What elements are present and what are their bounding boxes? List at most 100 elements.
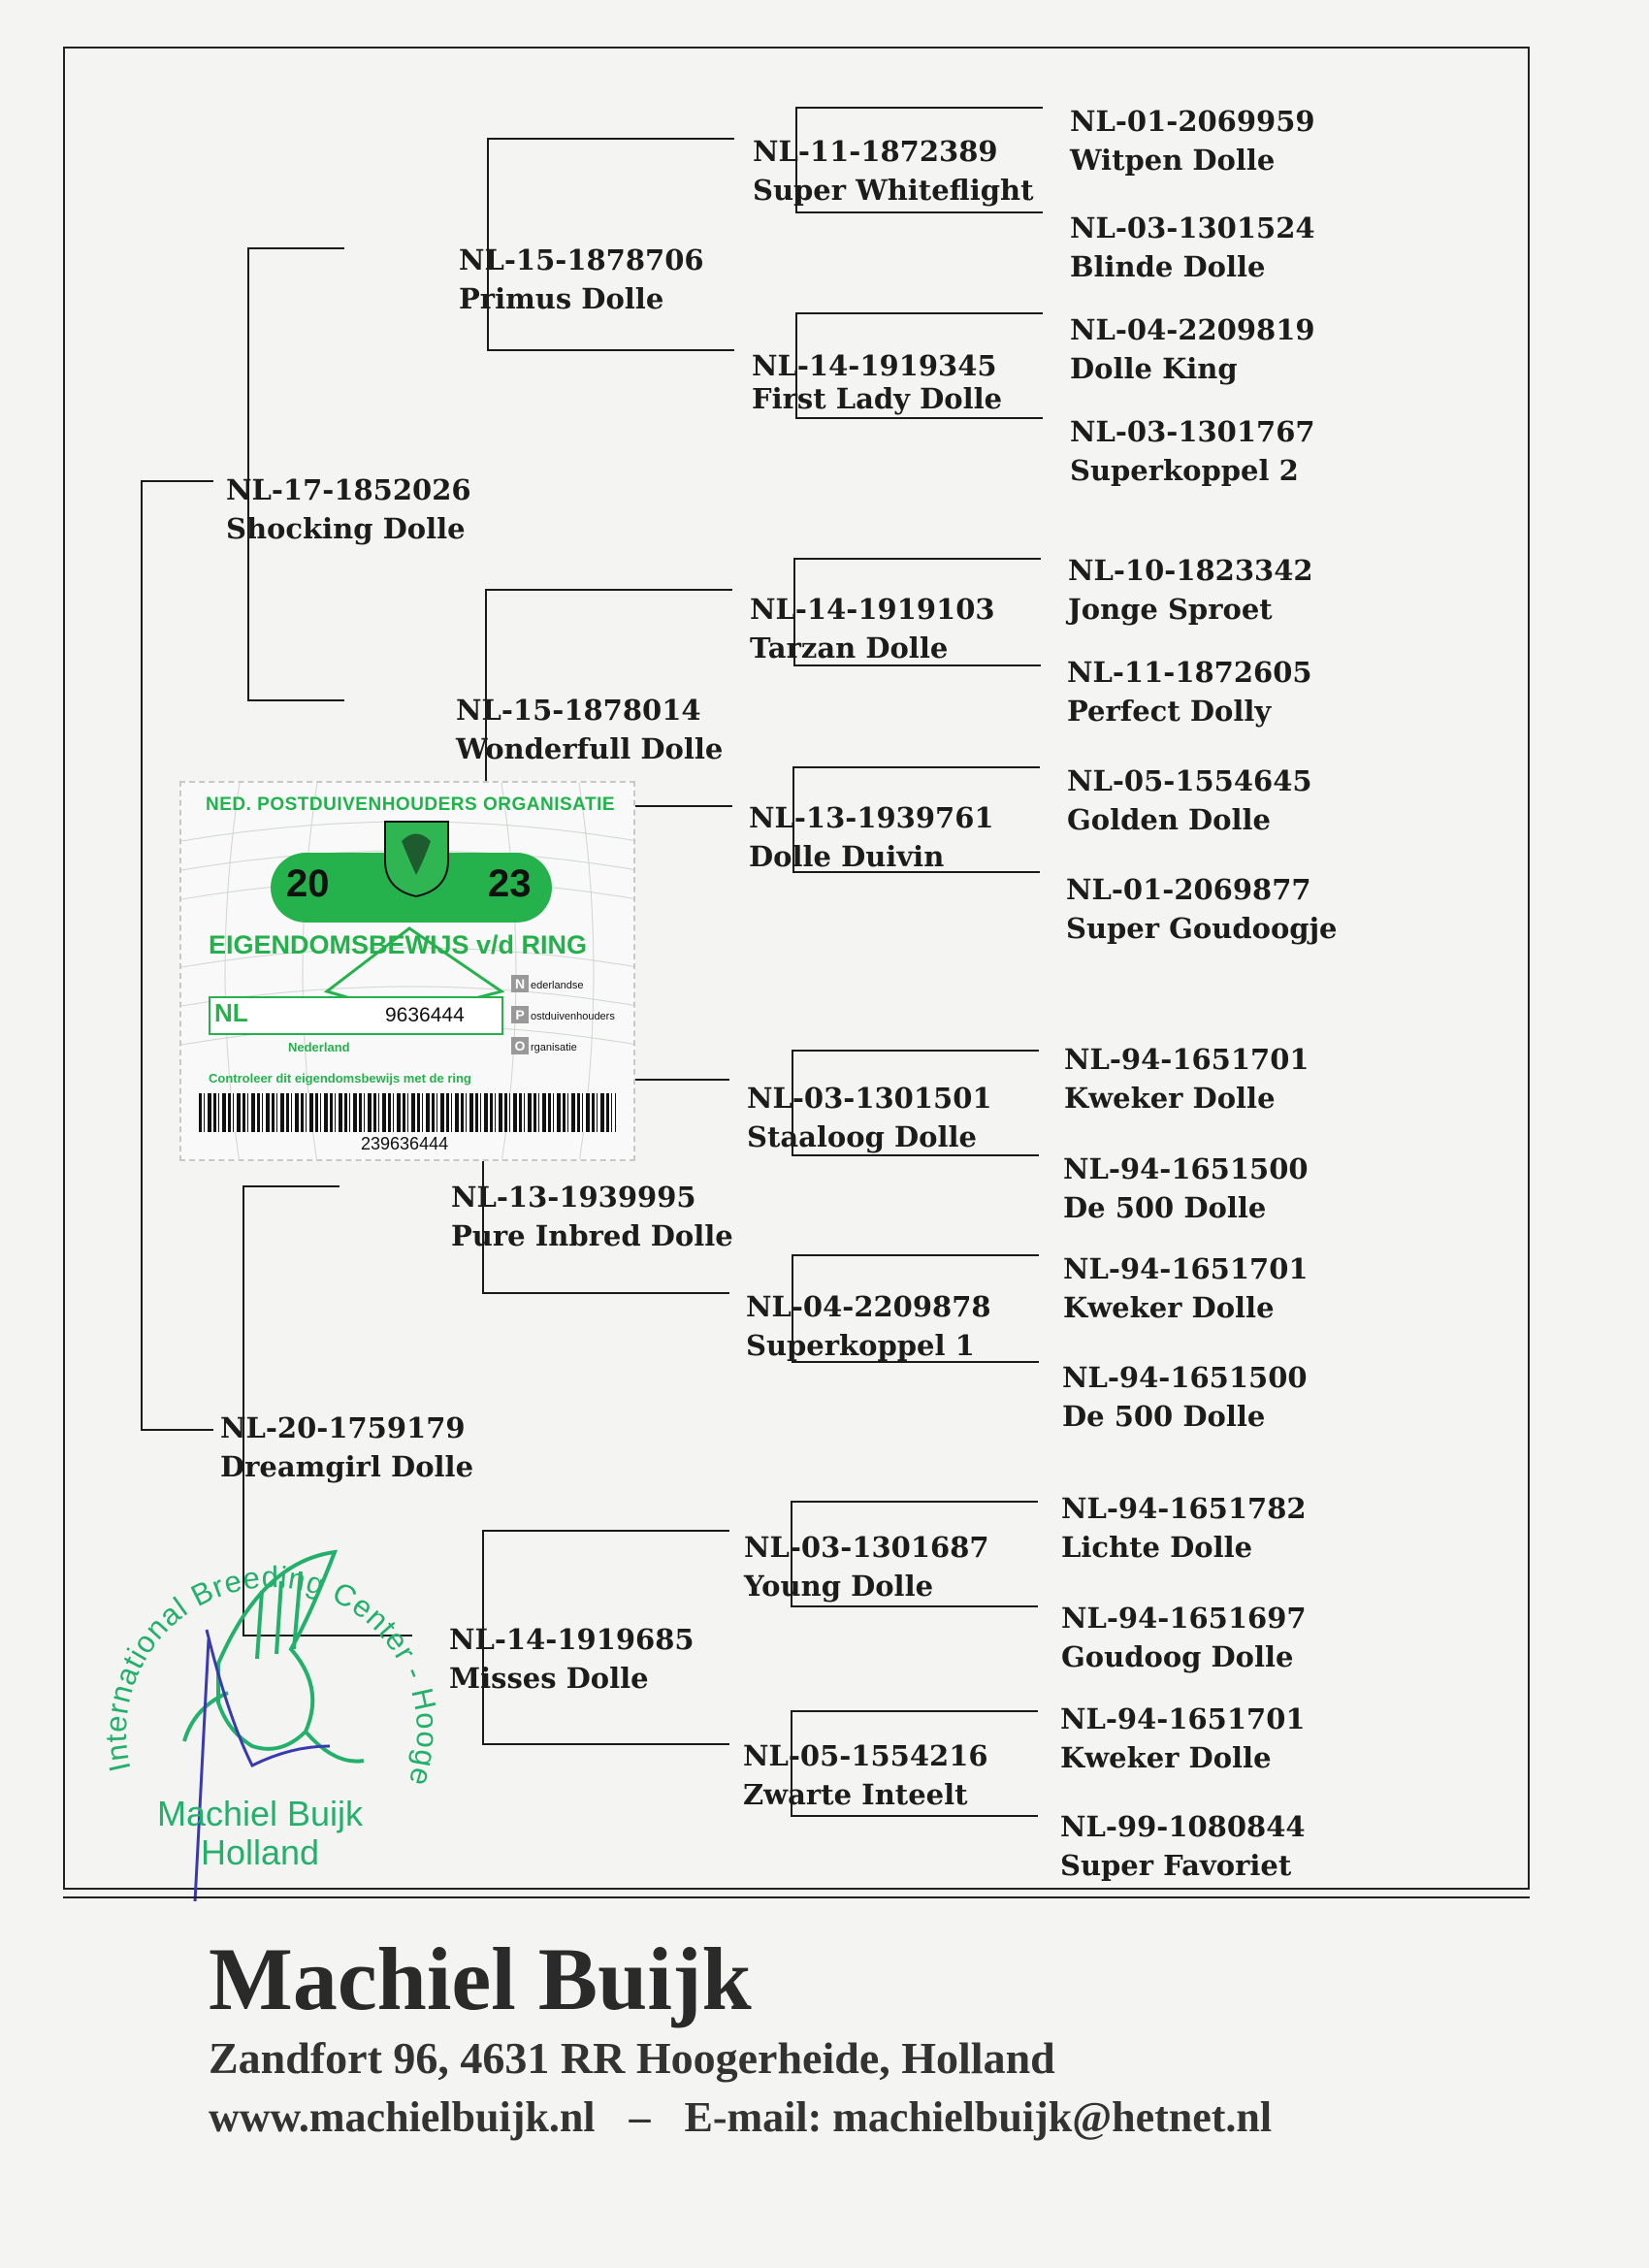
ring-number: NL-15-1878706 [459, 243, 704, 276]
gen3-bird-6: NL-04-2209878 Superkoppel 1 [746, 1287, 991, 1365]
bird-name: Kweker Dolle [1063, 1291, 1275, 1324]
gen3-bird-7: NL-03-1301687 Young Dolle [744, 1528, 989, 1605]
gen3-bird-1: NL-11-1872389 Super Whiteflight [753, 132, 1034, 210]
gen4-bird-11: NL-94-1651701 Kweker Dolle [1063, 1249, 1309, 1327]
ring-number: NL-04-2209878 [746, 1290, 991, 1323]
ring-number: NL-14-1919685 [449, 1623, 695, 1656]
bird-name: Young Dolle [744, 1570, 934, 1603]
ring-number: NL-03-1301767 [1070, 415, 1315, 448]
ring-number: NL-10-1823342 [1068, 554, 1313, 587]
bird-name: Shocking Dolle [226, 512, 466, 545]
ring-number: NL-14-1919345 [752, 349, 997, 382]
bird-name: Superkoppel 1 [746, 1329, 975, 1362]
ring-number: NL-99-1080844 [1060, 1810, 1306, 1843]
bird-name: Super Whiteflight [753, 174, 1034, 207]
breeder-address: Zandfort 96, 4631 RR Hoogerheide, Hollan… [209, 2033, 1055, 2083]
ring-number: NL-14-1919103 [750, 593, 995, 626]
year-left: 20 [286, 862, 330, 905]
ring-number: NL-94-1651697 [1061, 1602, 1307, 1635]
bird-name: Dolle King [1070, 352, 1238, 385]
ring-number: NL-94-1651701 [1064, 1043, 1310, 1076]
ring-number: NL-03-1301524 [1070, 211, 1315, 244]
bird-name: De 500 Dolle [1062, 1400, 1266, 1433]
ring-number: NL-13-1939761 [749, 801, 994, 834]
gen4-bird-1: NL-01-2069959 Witpen Dolle [1070, 102, 1315, 179]
ring-number: NL-13-1939995 [451, 1181, 696, 1214]
bird-name: Dreamgirl Dolle [220, 1450, 474, 1483]
country-code: NL [214, 998, 248, 1027]
gen2-bird-4: NL-14-1919685 Misses Dolle [449, 1620, 695, 1698]
bird-name: Primus Dolle [459, 282, 664, 315]
year-right: 23 [488, 862, 532, 905]
gen4-bird-9: NL-94-1651701 Kweker Dolle [1064, 1040, 1310, 1118]
ring-number: NL-11-1872389 [753, 135, 998, 168]
bird-name: Misses Dolle [449, 1662, 649, 1695]
gen2-bird-1: NL-15-1878706 Primus Dolle [459, 241, 704, 318]
bird-name: Super Favoriet [1060, 1849, 1292, 1882]
contact-line: www.machielbuijk.nl – E-mail: machielbui… [209, 2092, 1272, 2142]
document-frame [63, 47, 1530, 1890]
bird-name: Superkoppel 2 [1070, 454, 1299, 487]
bird-name: Dolle Duivin [749, 840, 945, 873]
barcode-number: 239636444 [361, 1134, 449, 1153]
gen4-bird-4: NL-03-1301767 Superkoppel 2 [1070, 412, 1315, 490]
gen4-bird-12: NL-94-1651500 De 500 Dolle [1062, 1358, 1308, 1436]
bird-name: Pure Inbred Dolle [451, 1219, 733, 1252]
ring-number: NL-03-1301501 [747, 1082, 992, 1115]
gen3-bird-8: NL-05-1554216 Zwarte Inteelt [743, 1736, 988, 1814]
breeding-center-stamp: International Breeding Center - Hoogerhe… [82, 1523, 443, 1901]
bird-name: De 500 Dolle [1063, 1191, 1267, 1224]
ring-number: NL-01-2069877 [1066, 873, 1311, 906]
barcode [199, 1093, 616, 1132]
gen4-bird-15: NL-94-1651701 Kweker Dolle [1060, 1700, 1306, 1777]
bird-name: Jonge Sproet [1068, 593, 1273, 626]
gen4-bird-7: NL-05-1554645 Golden Dolle [1067, 761, 1312, 839]
gen4-bird-3: NL-04-2209819 Dolle King [1070, 310, 1315, 388]
separator: – [629, 2093, 651, 2141]
bird-name: Zwarte Inteelt [743, 1778, 968, 1811]
bird-name: First Lady Dolle [752, 382, 1003, 415]
ring-number: NL-94-1651701 [1063, 1252, 1309, 1285]
footer-divider [63, 1896, 1530, 1898]
signature-icon [193, 1629, 331, 1901]
ring-certificate-sticker: NED. POSTDUIVENHOUDERS ORGANISATIE 20 23… [179, 781, 635, 1161]
email-link[interactable]: E-mail: machielbuijk@hetnet.nl [684, 2093, 1273, 2141]
gen2-bird-2: NL-15-1878014 Wonderfull Dolle [456, 691, 723, 768]
lion-crest-icon [384, 821, 449, 898]
ring-number: NL-94-1651500 [1063, 1152, 1309, 1185]
breeder-name: Machiel Buijk [209, 1929, 752, 2028]
bird-name: Kweker Dolle [1064, 1082, 1276, 1115]
ring-number: 9636444 [385, 1004, 465, 1026]
ring-number: NL-05-1554216 [743, 1739, 988, 1772]
website-link[interactable]: www.machielbuijk.nl [209, 2093, 596, 2141]
gen3-bird-5: NL-03-1301501 Staaloog Dolle [747, 1079, 992, 1156]
gen3-bird-2: NL-14-1919345 First Lady Dolle [752, 349, 1002, 415]
bird-name: Kweker Dolle [1060, 1741, 1272, 1774]
stamp-name: Machiel Buijk Holland [156, 1794, 364, 1872]
gen1-sire: NL-17-1852026 Shocking Dolle [226, 470, 471, 548]
ring-number: NL-94-1651500 [1062, 1361, 1308, 1394]
ring-number: NL-05-1554645 [1067, 764, 1312, 797]
ring-number: NL-94-1651701 [1060, 1702, 1306, 1735]
sticker-org: NED. POSTDUIVENHOUDERS ORGANISATIE [206, 794, 616, 815]
ring-number: NL-03-1301687 [744, 1531, 989, 1564]
gen1-dam: NL-20-1759179 Dreamgirl Dolle [220, 1409, 473, 1486]
gen4-bird-13: NL-94-1651782 Lichte Dolle [1061, 1489, 1307, 1567]
bird-name: Witpen Dolle [1070, 144, 1276, 177]
gen4-bird-6: NL-11-1872605 Perfect Dolly [1067, 653, 1312, 730]
bird-name: Tarzan Dolle [750, 632, 949, 664]
bird-name: Wonderfull Dolle [456, 732, 724, 765]
gen2-bird-3: NL-13-1939995 Pure Inbred Dolle [451, 1178, 733, 1255]
ring-number: NL-01-2069959 [1070, 105, 1315, 138]
gen4-bird-14: NL-94-1651697 Goudoog Dolle [1061, 1599, 1307, 1676]
ring-number: NL-11-1872605 [1067, 656, 1312, 689]
ring-number: NL-20-1759179 [220, 1411, 466, 1444]
bird-name: Golden Dolle [1067, 803, 1272, 836]
gen3-bird-4: NL-13-1939761 Dolle Duivin [749, 798, 994, 876]
gen3-bird-3: NL-14-1919103 Tarzan Dolle [750, 590, 995, 667]
bird-name: Staaloog Dolle [747, 1120, 977, 1153]
bird-name: Goudoog Dolle [1061, 1640, 1294, 1673]
